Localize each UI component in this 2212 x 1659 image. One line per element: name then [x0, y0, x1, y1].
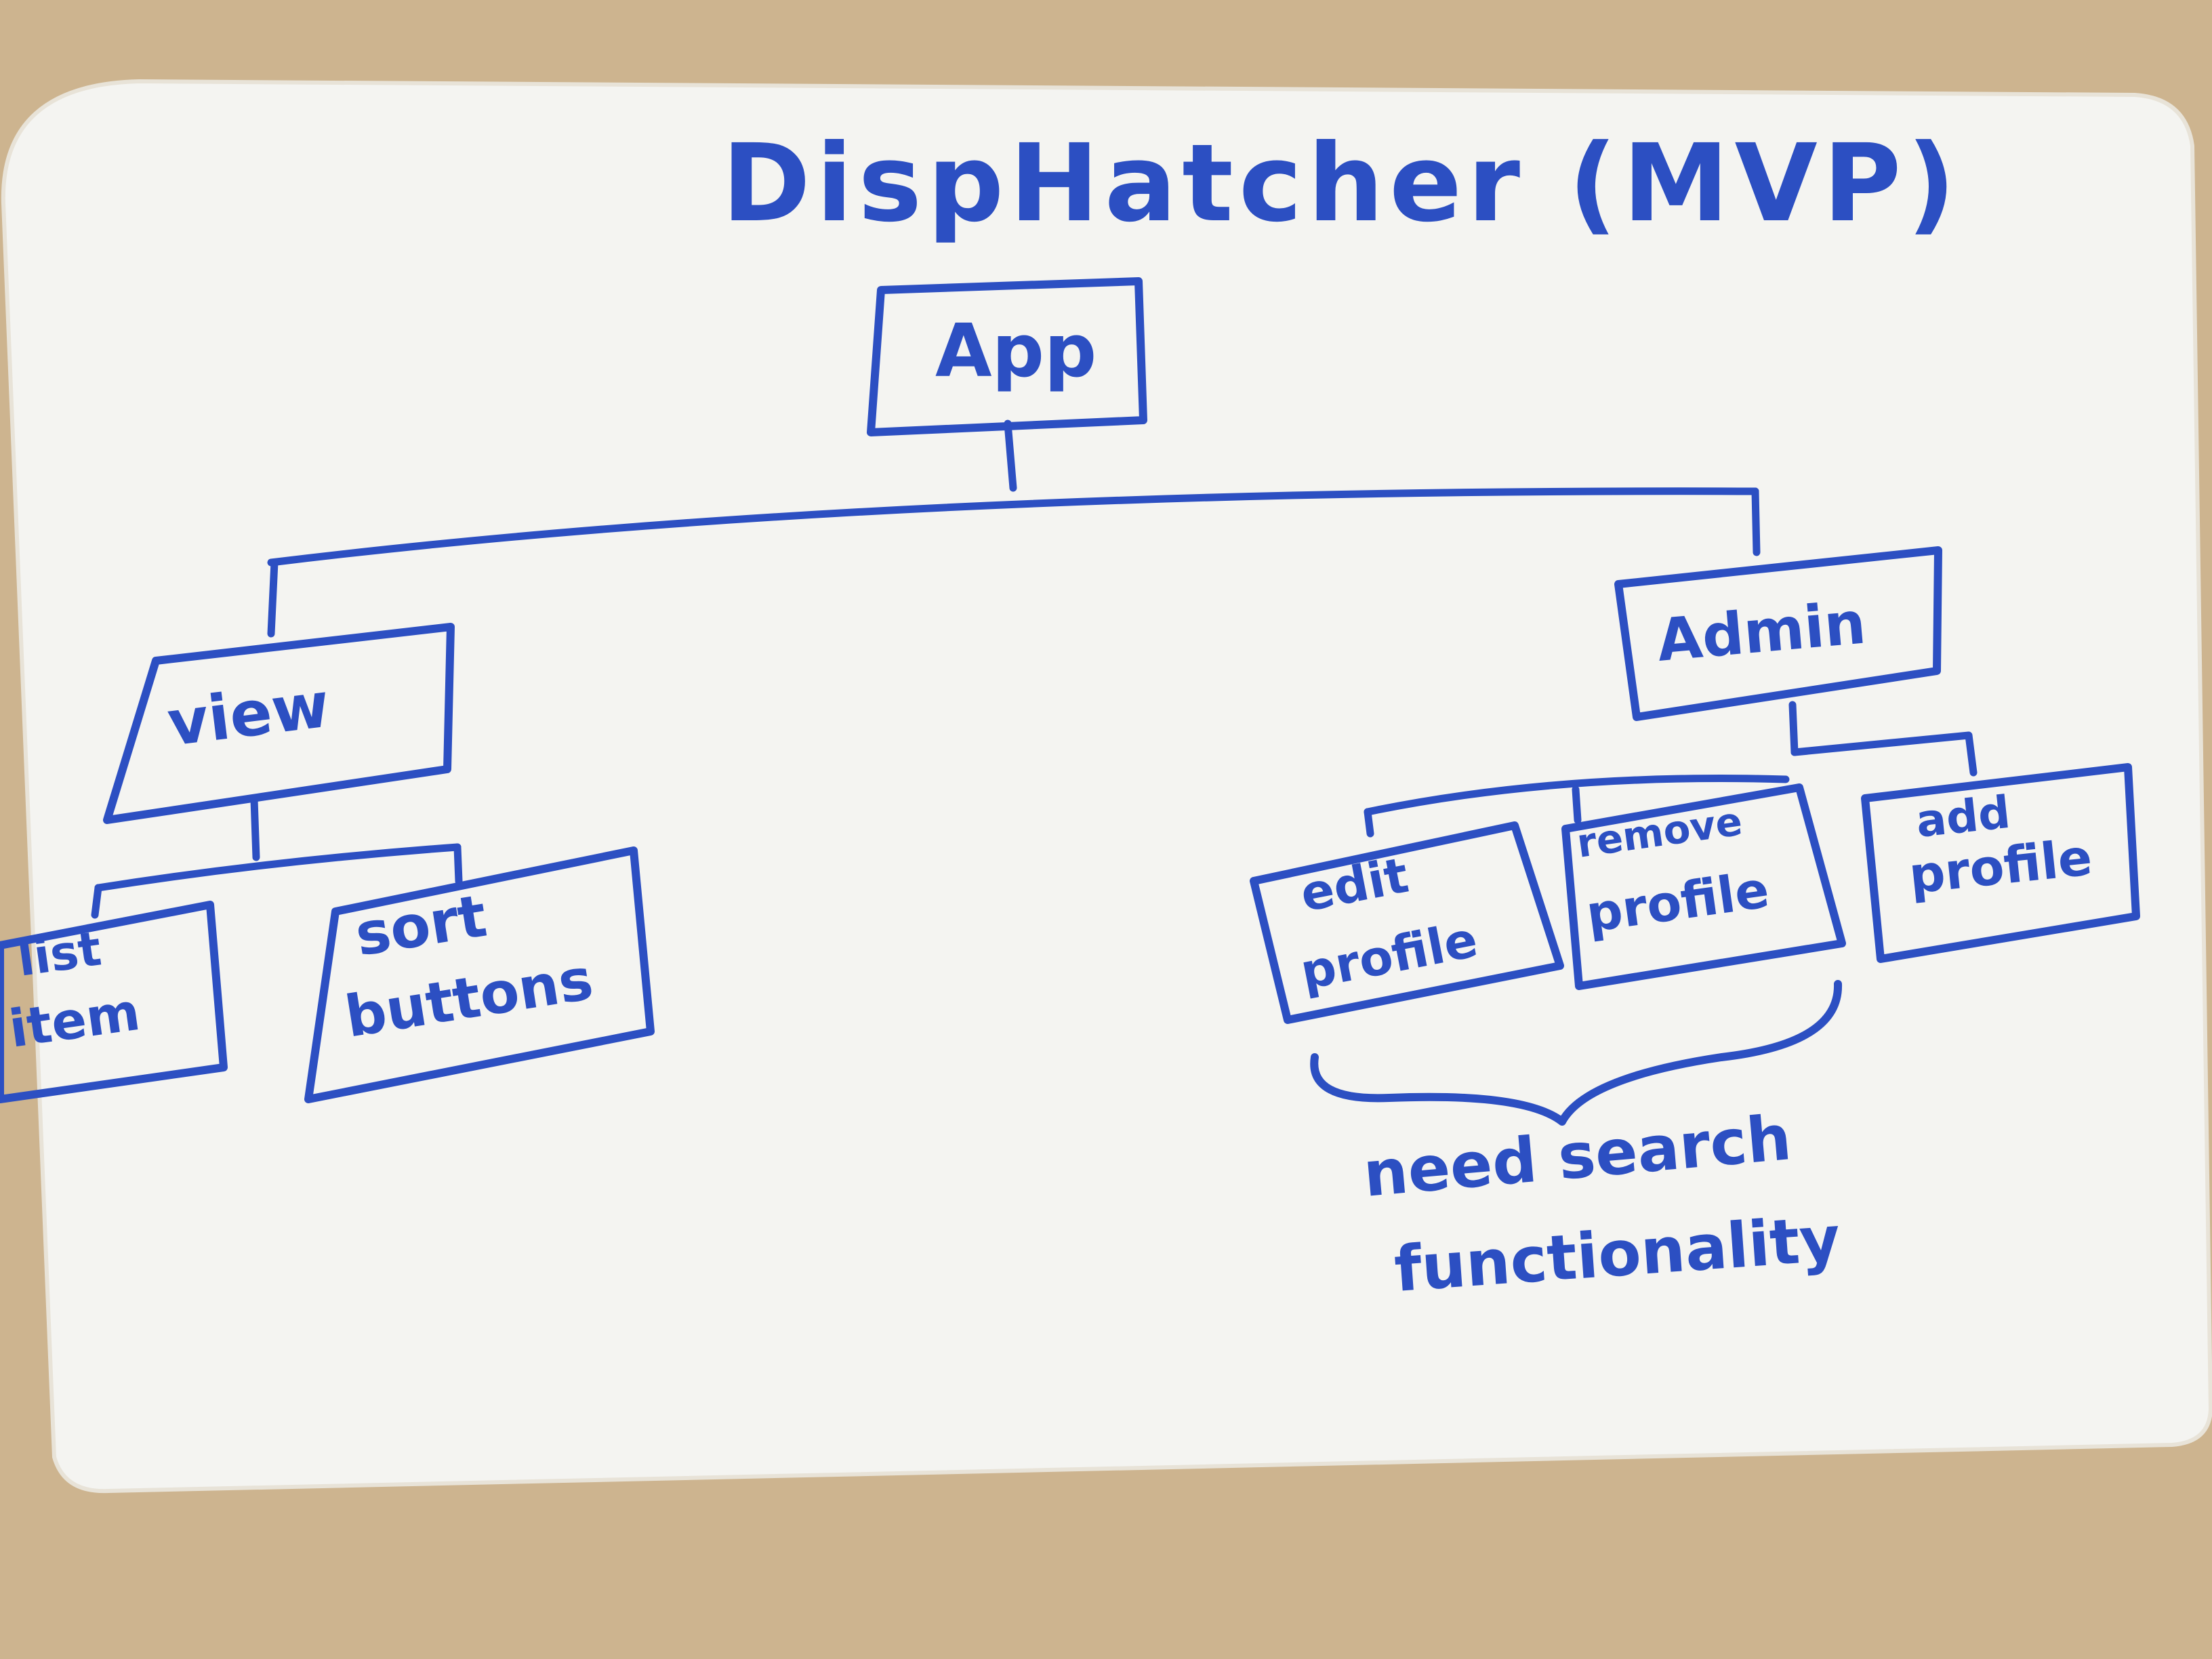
remove-profile-box	[1561, 783, 1846, 990]
app-box	[867, 277, 1147, 436]
connector-lines	[91, 419, 1978, 919]
connector-to-list-item	[91, 884, 102, 919]
admin-box	[1614, 546, 1942, 721]
connector-admin-bus	[1790, 731, 1978, 777]
connector-app-down	[1004, 419, 1017, 492]
curly-brace	[1310, 980, 1843, 1126]
connector-to-sort-buttons	[453, 843, 463, 885]
list-item-box	[0, 901, 228, 1103]
connector-view-bus	[94, 843, 462, 892]
connector-to-admin	[1751, 487, 1761, 556]
add-profile-label-line1: add	[1914, 786, 2013, 848]
connector-to-view	[267, 558, 279, 638]
node-boxes	[0, 277, 2140, 1103]
connector-admin-down	[1788, 701, 1799, 756]
diagram-title: DispHatcher (MVP)	[722, 121, 1961, 246]
whiteboard	[1, 79, 2212, 1494]
connector-view-down	[250, 796, 260, 861]
add-profile-box	[1861, 763, 2140, 963]
view-box	[103, 623, 455, 824]
connector-main-bus	[267, 487, 1759, 567]
edit-profile-box	[1250, 821, 1564, 1024]
sort-buttons-box	[304, 846, 655, 1103]
connector-to-remove	[1572, 785, 1582, 824]
app-label: App	[935, 309, 1097, 394]
connector-to-edit	[1364, 808, 1374, 838]
connector-profile-bus	[1364, 775, 1790, 816]
list-item-label-line1: list	[14, 920, 104, 987]
